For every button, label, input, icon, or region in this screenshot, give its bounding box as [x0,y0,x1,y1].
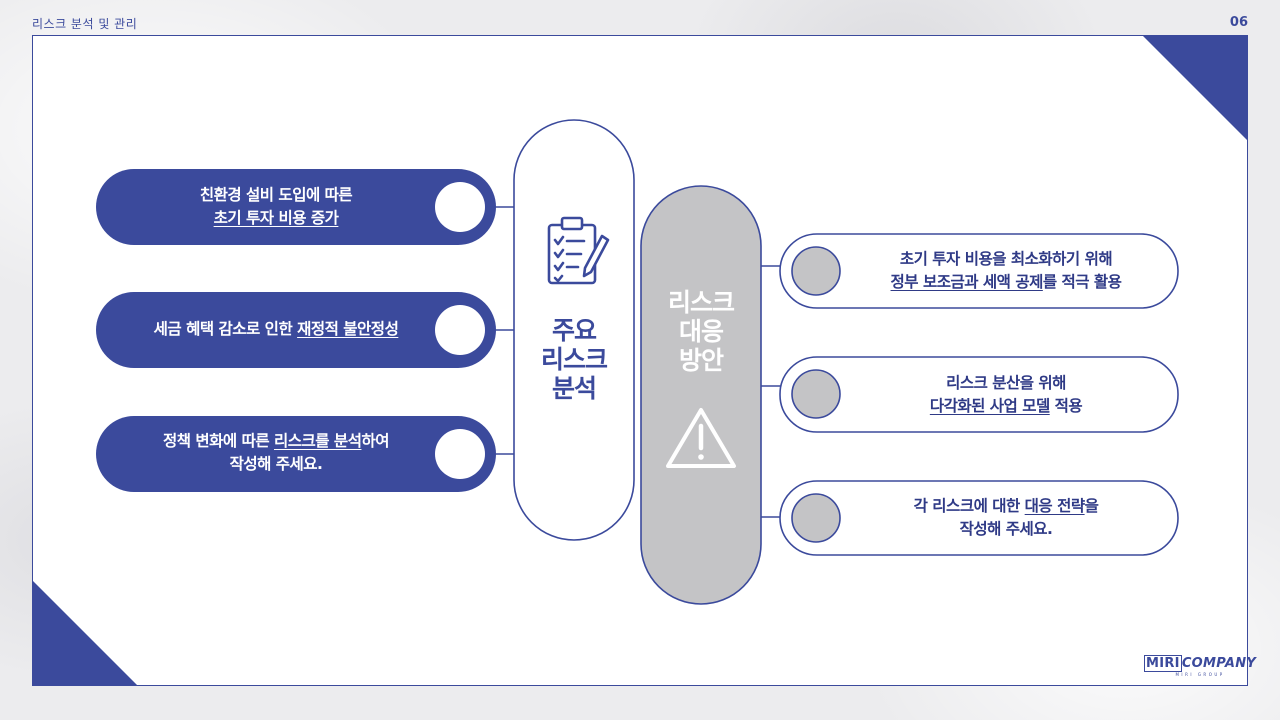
right-item-1: 초기 투자 비용을 최소화하기 위해 정부 보조금과 세액 공제를 적극 활용 [846,248,1166,294]
corner-decoration-top-right [1143,36,1247,140]
left-item-2: 세금 혜택 감소로 인한 재정적 불안정성 [111,318,441,341]
left-item-1-highlight: 초기 투자 비용 증가 [213,209,339,227]
right-pill-1 [779,233,1179,309]
main-risk-title: 주요 리스크 분석 [514,316,634,403]
left-item-3-highlight: 리스크를 분석 [274,432,362,450]
left-item-3-suffix: 하여 [361,432,389,450]
left-circle-1 [435,182,485,232]
left-pill-3 [96,416,496,492]
left-item-3-text: 정책 변화에 따른 [162,432,274,450]
left-item-3: 정책 변화에 따른 리스크를 분석하여 작성해 주세요. [111,430,441,476]
right-item-1-line1: 초기 투자 비용을 최소화하기 위해 [899,250,1113,268]
left-pill-1 [96,169,496,245]
left-pill-2 [96,292,496,368]
breadcrumb: 리스크 분석 및 관리 [32,17,138,31]
clipboard-checklist-icon [547,216,610,285]
left-item-2-text: 세금 혜택 감소로 인한 [153,320,298,338]
corner-decoration-bottom-left [33,581,137,685]
response-pill [640,185,762,605]
right-item-3-highlight: 대응 전략 [1024,497,1085,515]
right-item-2-highlight: 다각화된 사업 모델 [929,397,1050,415]
right-item-3-line2: 작성해 주세요. [959,520,1053,538]
logo-subtext: MIRI GROUP [1175,672,1225,677]
logo-mark: MIRI [1144,655,1182,672]
response-title-line1: 리스크 [667,288,735,317]
main-risk-title-line1: 주요 [551,316,597,345]
right-item-3: 각 리스크에 대한 대응 전략을 작성해 주세요. [846,495,1166,541]
left-circle-2 [435,305,485,355]
left-item-1-line1: 친환경 설비 도입에 따른 [199,186,353,204]
right-item-2: 리스크 분산을 위해 다각화된 사업 모델 적용 [846,372,1166,418]
left-item-1: 친환경 설비 도입에 따른 초기 투자 비용 증가 [111,184,441,230]
right-circle-3 [791,493,841,543]
main-risk-title-line2: 리스크 [540,345,608,374]
right-item-1-suffix: 를 적극 활용 [1042,273,1122,291]
warning-triangle-icon [666,408,736,468]
right-pill-3 [779,480,1179,556]
left-circle-3 [435,429,485,479]
right-circle-2 [791,369,841,419]
left-item-2-highlight: 재정적 불안정성 [297,320,399,338]
right-circle-1 [791,246,841,296]
right-item-2-suffix: 적용 [1049,397,1083,415]
main-risk-title-line3: 분석 [551,374,597,403]
page-number: 06 [1229,15,1248,30]
right-item-1-highlight: 정부 보조금과 세액 공제 [890,273,1044,291]
right-pill-2 [779,356,1179,433]
right-item-3-suffix: 을 [1084,497,1099,515]
left-item-3-line2: 작성해 주세요. [229,455,323,473]
logo-text: COMPANY [1181,656,1257,671]
response-title: 리스크 대응 방안 [641,288,761,375]
main-risk-pill [513,119,635,541]
response-title-line3: 방안 [678,346,724,375]
response-title-line2: 대응 [678,317,724,346]
right-item-3-text: 각 리스크에 대한 [913,497,1025,515]
right-item-2-line1: 리스크 분산을 위해 [946,374,1066,392]
